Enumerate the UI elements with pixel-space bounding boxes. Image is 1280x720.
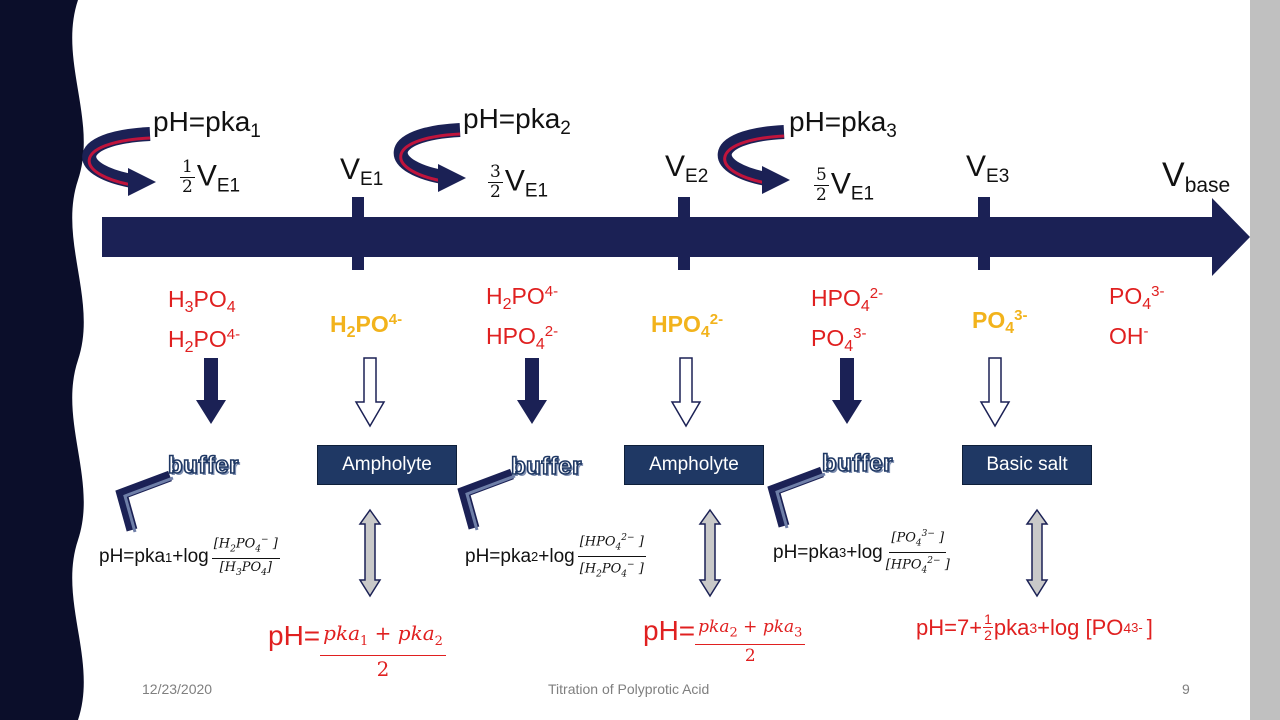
species-at-ve1: H2PO4- — [330, 306, 402, 346]
ph-equals-pka1-label: pH=pka1 — [153, 106, 261, 142]
species-at-ve3: PO43- — [972, 302, 1027, 342]
double-arrow-icon — [698, 508, 722, 598]
curved-arrow-icon — [717, 125, 790, 194]
tick-ve3 — [978, 197, 990, 270]
ph-equals-pka3-label: pH=pka3 — [789, 106, 897, 142]
ve3-label: VE3 — [966, 150, 1010, 187]
species-hpo4: HPO42- — [811, 285, 884, 315]
volume-axis-arrow — [102, 198, 1250, 276]
species-po4: PO43- — [972, 307, 1028, 337]
down-arrow-filled-icon — [517, 358, 547, 424]
vbase-label: Vbase — [1162, 156, 1231, 197]
curved-arrow-icon — [393, 123, 466, 192]
right-gray-band — [1250, 0, 1280, 720]
down-arrow-outline-icon — [979, 357, 1011, 428]
species-hpo4: HPO42- — [651, 311, 724, 341]
ve2-label: VE2 — [665, 150, 709, 187]
ampholyte-box-1: Ampholyte — [317, 445, 457, 485]
buffer-label: buffer — [167, 451, 239, 480]
double-arrow-icon — [1025, 508, 1049, 598]
species-h2po4: H2PO4- — [486, 283, 559, 313]
species-h3po4: H3PO4 — [168, 286, 236, 316]
bent-arrow-icon — [767, 466, 826, 529]
curved-arrow-icon — [82, 127, 156, 196]
footer-date: 12/23/2020 — [142, 681, 213, 697]
ph-equals-pka2-label: pH=pka2 — [463, 103, 571, 139]
down-arrow-filled-icon — [196, 358, 226, 424]
species-h2po4: H2PO4- — [168, 326, 241, 356]
buffer-label: buffer — [510, 452, 582, 481]
species-at-ve2: HPO42- — [651, 306, 723, 346]
tick-ve1 — [352, 197, 364, 270]
bent-arrow-icon — [457, 468, 516, 531]
species-region-3: HPO42- PO43- — [811, 280, 883, 360]
species-region-4: PO43- OH- — [1109, 278, 1164, 350]
tick-ve2 — [678, 197, 690, 270]
buffer-label: buffer — [821, 449, 893, 478]
species-region-1: H3PO4 H2PO4- — [168, 286, 240, 361]
down-arrow-filled-icon — [832, 358, 862, 424]
species-hpo4: HPO42- — [486, 323, 559, 353]
down-arrow-outline-icon — [670, 357, 702, 428]
species-region-2: H2PO4- HPO42- — [486, 278, 558, 358]
down-arrow-outline-icon — [354, 357, 386, 428]
species-oh: OH- — [1109, 323, 1149, 349]
footer-title: Titration of Polyprotic Acid — [548, 681, 710, 697]
double-arrow-icon — [358, 508, 382, 598]
left-wave-border — [0, 0, 84, 720]
footer-page-number: 9 — [1182, 681, 1190, 697]
bent-arrow-icon — [115, 470, 174, 533]
species-po4: PO43- — [811, 325, 867, 355]
species-po4: PO43- — [1109, 283, 1165, 313]
basic-salt-box: Basic salt — [962, 445, 1092, 485]
species-h2po4: H2PO4- — [330, 311, 403, 341]
ve1-label: VE1 — [340, 153, 384, 190]
ampholyte-box-2: Ampholyte — [624, 445, 764, 485]
